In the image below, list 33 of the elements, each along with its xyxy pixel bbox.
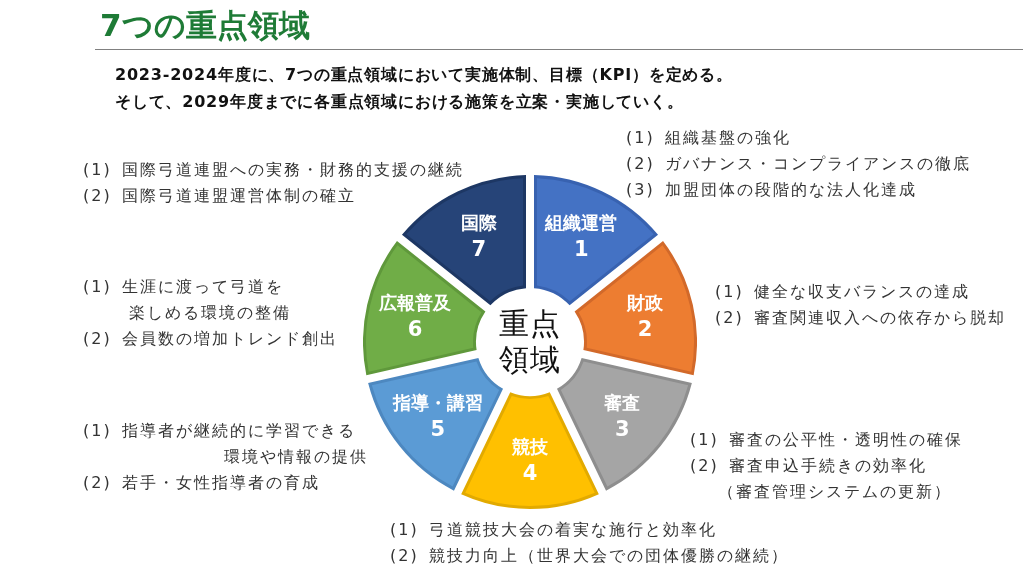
page-title: 7つの重点領域 xyxy=(100,6,310,45)
goal-item: (1) 健全な収支バランスの達成 xyxy=(715,281,971,303)
segment-number: 1 xyxy=(572,235,590,262)
goal-item: (2) 審査申込手続きの効率化（審査管理システムの更新） xyxy=(690,455,952,503)
goal-item: (2) 審査関連収入への依存から脱却 xyxy=(715,307,1007,329)
segment-title: 財政 xyxy=(627,290,663,315)
segment-title: 国際 xyxy=(460,210,497,235)
segment-title: 競技 xyxy=(512,435,548,459)
goal-item: (1) 弓道競技大会の着実な施行と効率化 xyxy=(390,519,718,541)
hub-label: 重点領域 xyxy=(498,306,562,378)
goal-item: (1) 審査の公平性・透明性の確保 xyxy=(690,429,964,451)
segment-title: 審査 xyxy=(604,390,641,415)
goal-item: (1) 組織基盤の強化 xyxy=(626,127,792,149)
segment-title: 組織運営 xyxy=(545,210,618,235)
goal-item: (1) 国際弓道連盟への実務・財務的支援の継続 xyxy=(83,159,465,181)
segment-number: 3 xyxy=(614,415,631,442)
goal-item: (1) 指導者が継続的に学習できる環境や情報の提供 xyxy=(83,420,368,468)
segment-title: 広報普及 xyxy=(379,290,451,315)
segment-number: 4 xyxy=(521,460,539,486)
goal-item: (2) 競技力向上（世界大会での団体優勝の継続） xyxy=(390,545,790,567)
segment-title: 指導・講習 xyxy=(392,390,483,415)
segment-number: 7 xyxy=(470,235,488,262)
goal-item: (3) 加盟団体の段階的な法人化達成 xyxy=(626,179,918,201)
segment-number: 5 xyxy=(429,415,446,442)
segment-number: 6 xyxy=(406,315,424,342)
subtitle: そして、2029年度までに各重点領域における施策を立案・実施していく。 xyxy=(115,91,684,113)
goal-item: (2) ガバナンス・コンプライアンスの徹底 xyxy=(626,153,972,175)
goal-item: (2) 会員数の増加トレンド創出 xyxy=(83,328,339,350)
goal-item: (1) 生涯に渡って弓道を楽しめる環境の整備 xyxy=(83,276,291,324)
goal-item: (2) 若手・女性指導者の育成 xyxy=(83,472,321,494)
goal-item: (2) 国際弓道連盟運営体制の確立 xyxy=(83,185,357,207)
segment-number: 2 xyxy=(636,315,654,342)
subtitle: 2023-2024年度に、7つの重点領域において実施体制、目標（KPI）を定める。 xyxy=(115,64,733,86)
